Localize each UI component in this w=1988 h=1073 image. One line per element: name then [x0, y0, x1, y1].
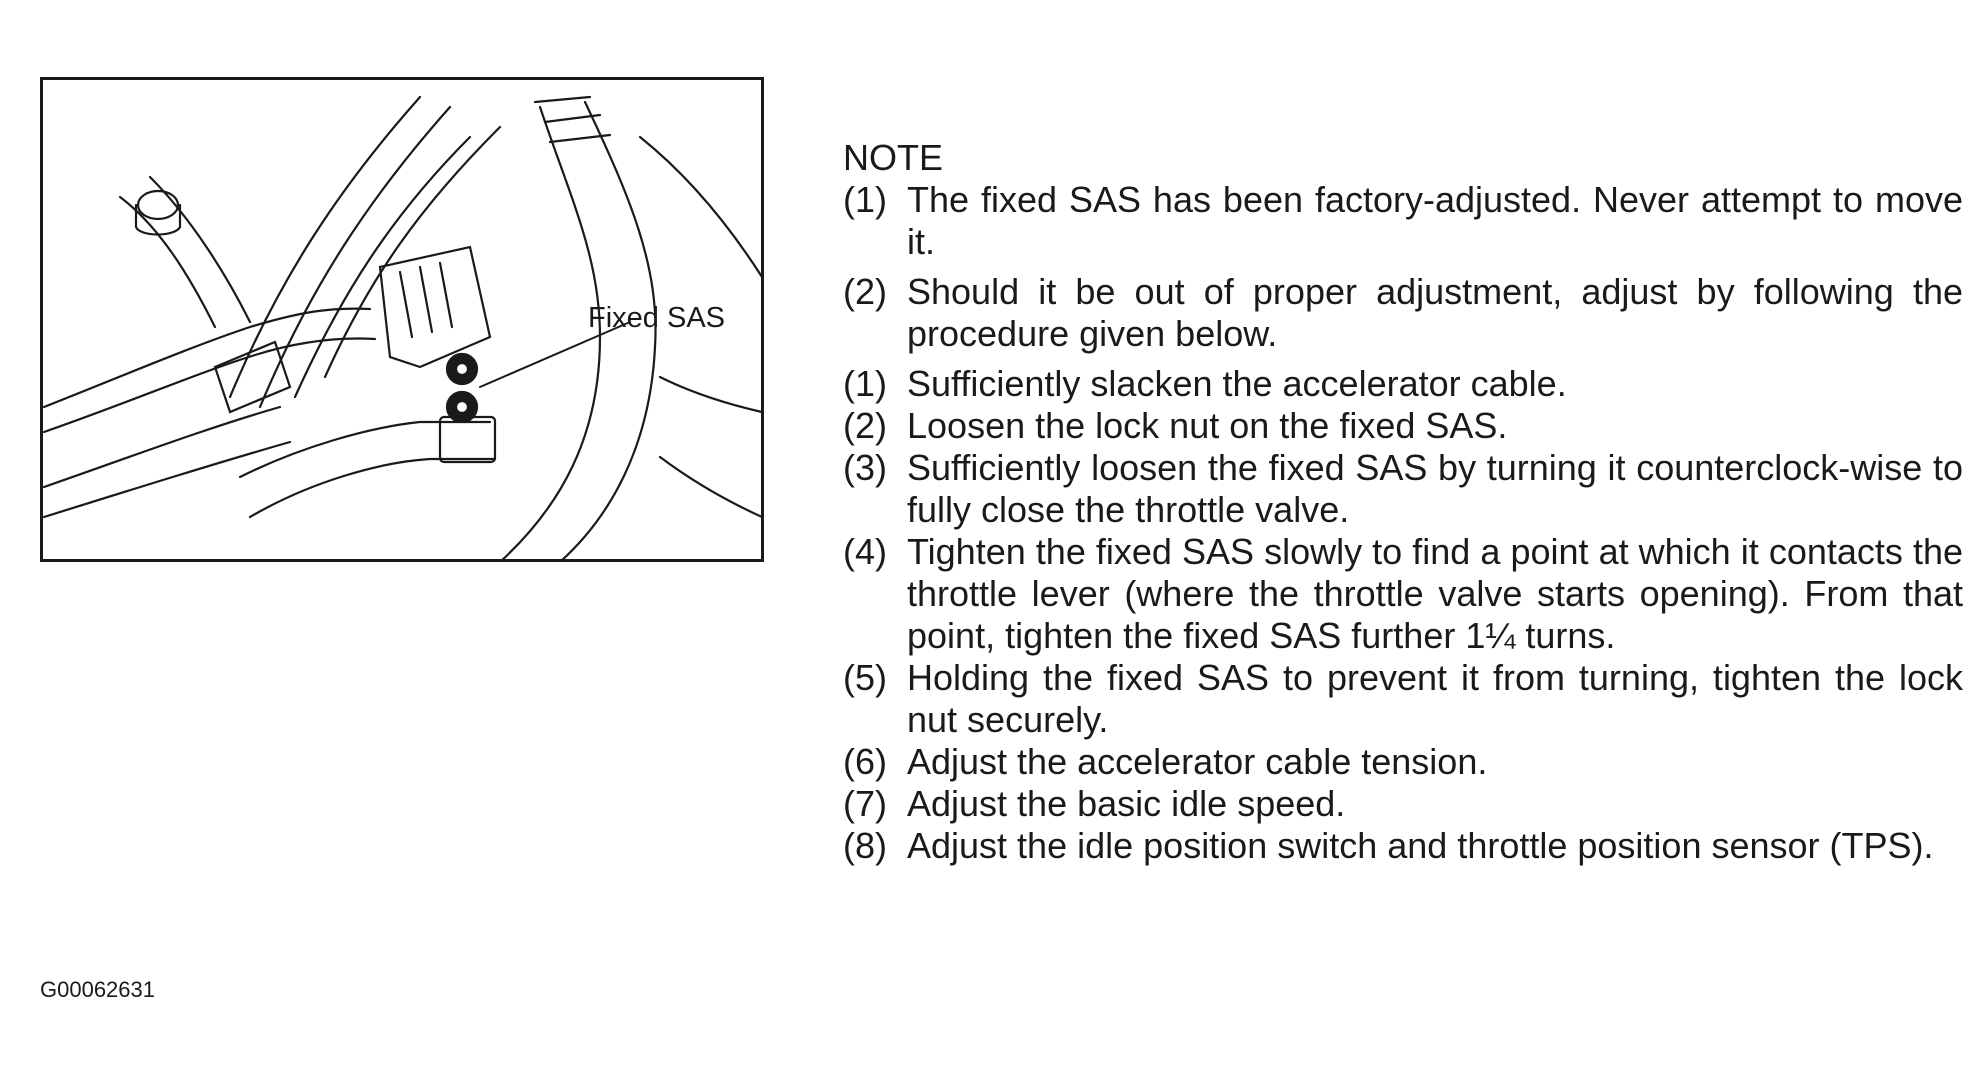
note-item-number: (2) [843, 271, 887, 312]
procedure-step-number: (8) [843, 825, 887, 866]
note-item-number: (1) [843, 179, 887, 220]
procedure-list: (1) Sufficiently slacken the accelerator… [843, 363, 1963, 867]
procedure-step-number: (2) [843, 405, 887, 446]
procedure-step: (8) Adjust the idle position switch and … [843, 825, 1963, 867]
procedure-step-text: Sufficiently slacken the accelerator cab… [907, 363, 1567, 404]
procedure-step-number: (4) [843, 531, 887, 572]
procedure-step-number: (6) [843, 741, 887, 782]
procedure-step-number: (7) [843, 783, 887, 824]
note-item-text: The fixed SAS has been factory-adjusted.… [907, 179, 1963, 262]
procedure-step: (3) Sufficiently loosen the fixed SAS by… [843, 447, 1963, 531]
note-item: (1) The fixed SAS has been factory-adjus… [843, 179, 1963, 263]
procedure-step-number: (1) [843, 363, 887, 404]
note-item: (2) Should it be out of proper adjustmen… [843, 271, 1963, 355]
procedure-step-text: Tighten the fixed SAS slowly to find a p… [907, 531, 1963, 656]
procedure-step-text: Holding the fixed SAS to prevent it from… [907, 657, 1963, 740]
figure-id: G00062631 [40, 977, 155, 1002]
procedure-step: (2) Loosen the lock nut on the fixed SAS… [843, 405, 1963, 447]
procedure-step: (7) Adjust the basic idle speed. [843, 783, 1963, 825]
note-heading: NOTE [843, 137, 944, 178]
note-list: (1) The fixed SAS has been factory-adjus… [843, 179, 1963, 355]
procedure-step-text: Adjust the idle position switch and thro… [907, 825, 1934, 866]
procedure-step: (5) Holding the fixed SAS to prevent it … [843, 657, 1963, 741]
instructions: NOTE (1) The fixed SAS has been factory-… [843, 137, 1963, 867]
procedure-step-text: Sufficiently loosen the fixed SAS by tur… [907, 447, 1963, 530]
procedure-step-text: Adjust the accelerator cable tension. [907, 741, 1488, 782]
procedure-step-text: Adjust the basic idle speed. [907, 783, 1346, 824]
engine-illustration [40, 77, 764, 562]
fixed-sas-callout: Fixed SAS [588, 302, 725, 334]
procedure-step-text: Loosen the lock nut on the fixed SAS. [907, 405, 1508, 446]
procedure-step: (6) Adjust the accelerator cable tension… [843, 741, 1963, 783]
note-item-text: Should it be out of proper adjustment, a… [907, 271, 1963, 354]
procedure-step-number: (5) [843, 657, 887, 698]
procedure-step-number: (3) [843, 447, 887, 488]
procedure-step: (1) Sufficiently slacken the accelerator… [843, 363, 1963, 405]
procedure-step: (4) Tighten the fixed SAS slowly to find… [843, 531, 1963, 657]
